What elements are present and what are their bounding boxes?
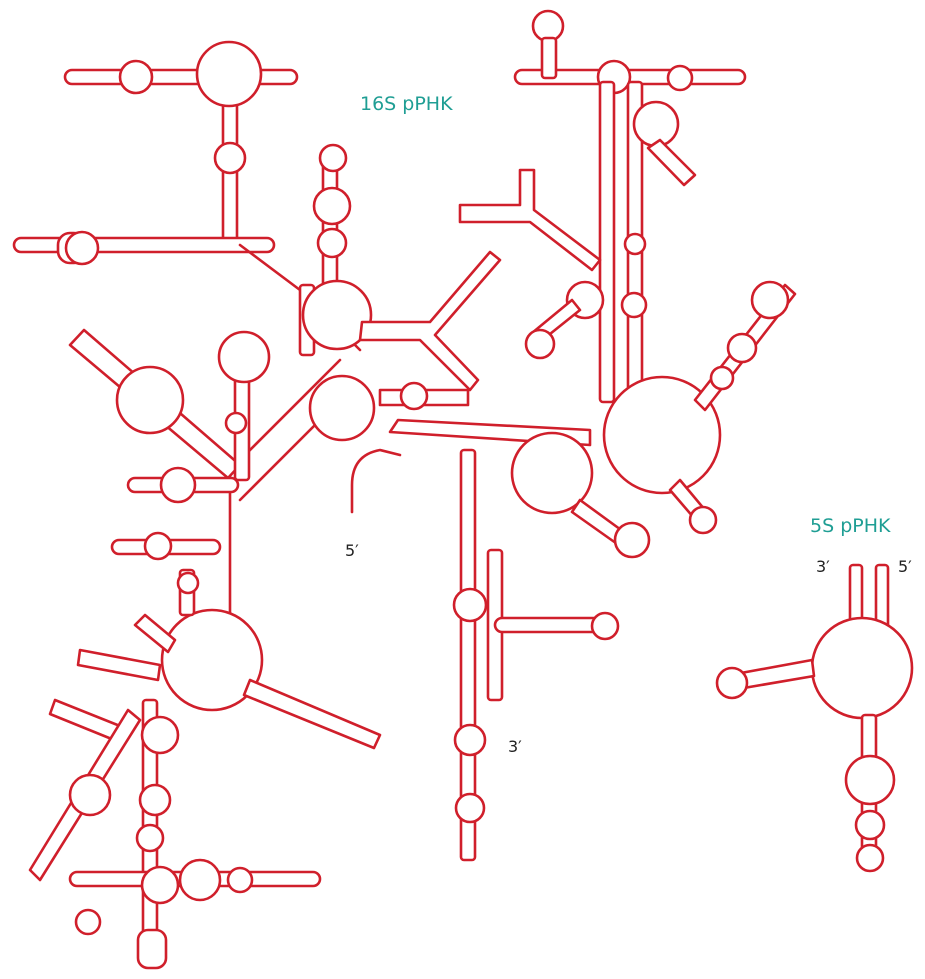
title-16s: 16S pPHK [360, 93, 453, 115]
five-prime-tail [352, 450, 400, 512]
top-left-arm [14, 42, 297, 264]
center-right-arms [360, 252, 590, 445]
title-5s: 5S pPHK [810, 515, 891, 537]
label-16s-five-prime: 5′ [345, 541, 359, 560]
lower-left-hub [30, 570, 380, 880]
rrna-16s-structure: 16S pPHK 5′ 3′ [14, 11, 795, 968]
label-16s-three-prime: 3′ [508, 737, 522, 756]
bottom-left-stem [70, 700, 320, 968]
upper-right-branch [460, 11, 745, 402]
central-backbone [230, 245, 374, 630]
label-5s-three-prime: 3′ [816, 557, 830, 576]
label-5s-five-prime: 5′ [898, 557, 912, 576]
center-right-lower [454, 433, 649, 860]
rrna-5s-structure: 5S pPHK 3′ 5′ [717, 515, 912, 871]
top-center-hairpin [314, 145, 350, 290]
rrna-5s-outline [717, 565, 912, 871]
